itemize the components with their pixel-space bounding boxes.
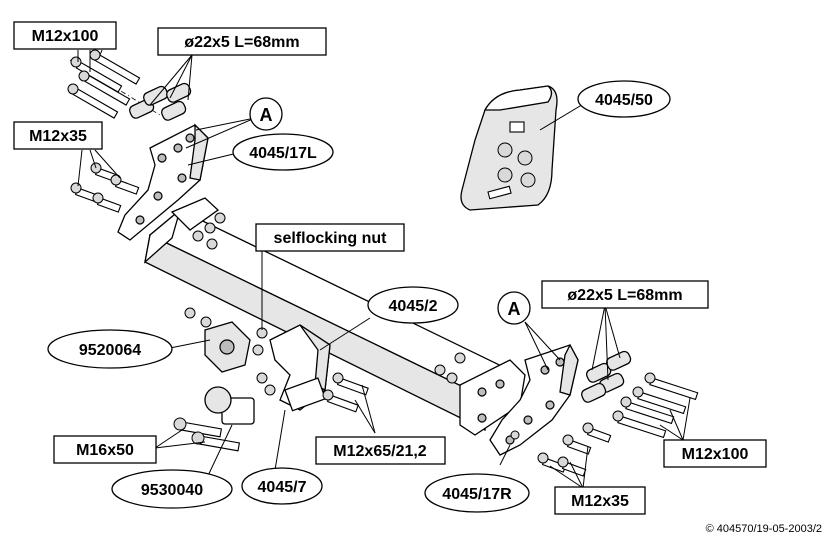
ball-mount-assembly — [173, 307, 369, 452]
label-text: M12x100 — [32, 28, 99, 45]
label-text: 9520064 — [79, 342, 141, 359]
label-m12x65: M12x65/21,2 — [315, 436, 446, 465]
label-text: 4045/17R — [442, 486, 512, 503]
label-text: M12x100 — [682, 446, 749, 463]
label-text: 4045/7 — [258, 479, 307, 496]
label-selflocking-nut: selflocking nut — [255, 223, 405, 252]
label-socket-plate: 9520064 — [47, 329, 173, 369]
label-pin-right: ø22x5 L=68mm — [541, 280, 709, 309]
leader-lines — [77, 49, 691, 489]
label-text: 4045/2 — [389, 298, 438, 315]
label-m12x35-right: M12x35 — [554, 486, 646, 515]
label-m16x50: M16x50 — [53, 435, 157, 464]
label-text: A — [508, 299, 521, 319]
label-view-a-right: A — [497, 291, 531, 325]
label-text: 4045/50 — [595, 92, 653, 109]
label-view-a-left: A — [249, 97, 283, 131]
label-text: 4045/17L — [249, 145, 317, 162]
label-ball-mount: 4045/7 — [241, 467, 323, 505]
spacer-pins-top — [128, 82, 192, 121]
label-m12x100-top: M12x100 — [13, 21, 117, 50]
label-m12x100-right: M12x100 — [663, 439, 767, 468]
label-text: ø22x5 L=68mm — [184, 34, 299, 51]
main-crossbar — [144, 197, 526, 436]
left-bracket-assembly — [67, 49, 209, 241]
bolt-m12x35-left-group — [70, 162, 140, 213]
label-text: 9530040 — [141, 482, 203, 499]
label-main-bar: 4045/2 — [367, 286, 459, 324]
bolt-m12x100-top-group — [67, 49, 161, 119]
label-m12x35-left: M12x35 — [13, 121, 103, 150]
label-pin-top: ø22x5 L=68mm — [157, 27, 327, 56]
label-text: M16x50 — [76, 442, 134, 459]
label-text: ø22x5 L=68mm — [567, 287, 682, 304]
hardware-kit-bag — [460, 85, 558, 211]
label-text: selflocking nut — [274, 230, 388, 247]
label-text: A — [260, 105, 273, 125]
label-text: M12x35 — [571, 493, 629, 510]
copyright-text: © 404570/19-05-2003/2 — [706, 523, 822, 535]
label-kit-bag: 4045/50 — [577, 80, 671, 118]
label-ball: 9530040 — [111, 469, 233, 509]
label-text: M12x35 — [29, 128, 87, 145]
label-bracket-right: 4045/17R — [424, 473, 530, 513]
label-text: M12x65/21,2 — [333, 443, 427, 460]
label-bracket-left: 4045/17L — [232, 133, 334, 171]
